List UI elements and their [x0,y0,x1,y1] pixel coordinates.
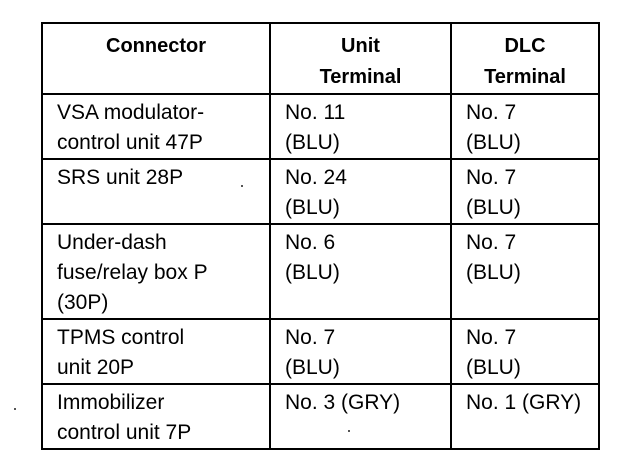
table-row: Immobilizer control unit 7P No. 3 (GRY) … [41,383,600,450]
unit-terminal-cell: No. 24 (BLU) [269,158,452,225]
table-row: TPMS control unit 20P No. 7 (BLU) No. 7 … [41,318,600,385]
unit-terminal-cell: No. 11 (BLU) [269,93,452,160]
unit-terminal-cell: No. 3 (GRY) [269,383,452,450]
table-row: VSA modulator- control unit 47P No. 11 (… [41,93,600,160]
connector-cell: SRS unit 28P [41,158,271,225]
dlc-terminal-cell: No. 1 (GRY) [450,383,600,450]
connector-terminal-table: Connector Unit Terminal DLC Terminal VSA… [41,22,600,450]
dlc-terminal-cell: No. 7 (BLU) [450,318,600,385]
connector-cell: Immobilizer control unit 7P [41,383,271,450]
scan-speck [241,185,243,187]
unit-terminal-cell: No. 7 (BLU) [269,318,452,385]
dlc-terminal-cell: No. 7 (BLU) [450,93,600,160]
table-row: SRS unit 28P No. 24 (BLU) No. 7 (BLU) [41,158,600,225]
connector-cell: VSA modulator- control unit 47P [41,93,271,160]
scan-speck [14,408,16,410]
header-unit-terminal: Unit Terminal [269,22,452,95]
unit-terminal-cell: No. 6 (BLU) [269,223,452,320]
table-row: Under-dash fuse/relay box P (30P) No. 6 … [41,223,600,320]
scan-speck [348,430,350,432]
header-row: Connector Unit Terminal DLC Terminal [41,22,600,95]
header-connector: Connector [41,22,271,95]
header-dlc-terminal: DLC Terminal [450,22,600,95]
connector-cell: TPMS control unit 20P [41,318,271,385]
connector-cell: Under-dash fuse/relay box P (30P) [41,223,271,320]
dlc-terminal-cell: No. 7 (BLU) [450,158,600,225]
dlc-terminal-cell: No. 7 (BLU) [450,223,600,320]
